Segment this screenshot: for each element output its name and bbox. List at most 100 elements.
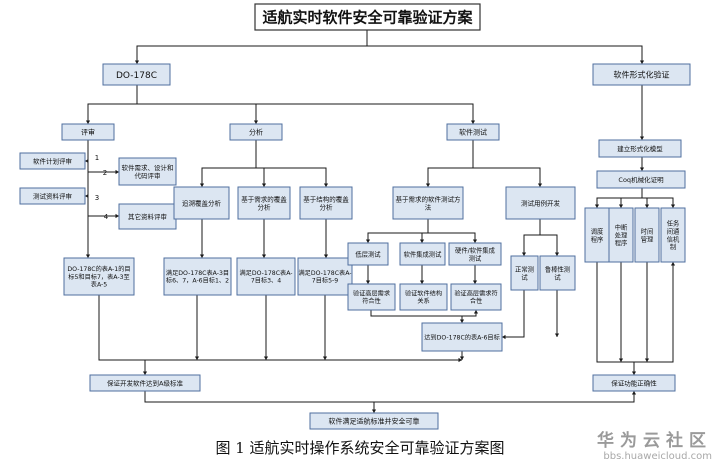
arrowhead bbox=[85, 193, 89, 199]
node-req-test-label: 法 bbox=[425, 203, 432, 212]
node-timer-label: 时间 bbox=[641, 226, 654, 235]
node-robust-label: 鲁棒性测 bbox=[545, 264, 570, 273]
node-a6-label: 达到DO-178C的表A-6目标 bbox=[424, 333, 500, 341]
node-analysis bbox=[229, 123, 283, 141]
flow-edge-0 bbox=[136, 30, 368, 64]
flow-edge-38 bbox=[596, 188, 643, 208]
node-hl-verify-label: 合性 bbox=[470, 297, 482, 305]
flow-edge-19 bbox=[428, 232, 476, 243]
arrowhead bbox=[473, 310, 479, 314]
node-sw-level bbox=[89, 374, 201, 392]
arrowhead bbox=[644, 358, 650, 362]
node-sw-level-label: 保证开发软件达到A级标准 bbox=[107, 378, 183, 387]
node-intr-label: 处理 bbox=[615, 230, 628, 239]
node-integ-test-label: 软件集成测试 bbox=[404, 249, 442, 258]
node-normal-label: 试 bbox=[521, 272, 528, 281]
node-do178c-label: DO-178C bbox=[116, 71, 157, 81]
arrowhead bbox=[199, 183, 205, 187]
node-timer-label: 管理 bbox=[641, 234, 654, 243]
arrowhead bbox=[618, 358, 624, 362]
arrowhead bbox=[323, 183, 329, 187]
arrowhead bbox=[472, 239, 478, 243]
node-other-review-label: 其它资料评审 bbox=[128, 212, 167, 221]
flow-edge-21 bbox=[523, 219, 541, 256]
flow-edge-10 bbox=[201, 140, 257, 187]
arrowhead bbox=[253, 120, 259, 124]
node-struct-cov-std-label: 7目标5-9 bbox=[312, 277, 338, 285]
arrowhead bbox=[323, 254, 329, 258]
node-req-cov bbox=[237, 186, 291, 220]
node-review-std-label: 表A-5 bbox=[91, 281, 108, 289]
flow-edge-11 bbox=[256, 167, 327, 187]
arrowhead bbox=[142, 371, 148, 375]
node-low-verify-label: 验证高层需求 bbox=[353, 289, 390, 297]
arrowhead bbox=[639, 60, 645, 64]
node-trace-std-label: 满足DO-178C表A-3目 bbox=[166, 269, 229, 277]
arrowhead bbox=[322, 356, 328, 360]
node-intr-label: 中断 bbox=[615, 222, 628, 231]
edge-label-3: 3 bbox=[95, 194, 99, 202]
arrowhead bbox=[639, 136, 645, 140]
node-trace-std-label: 标6、7，A-6目标1、2 bbox=[166, 277, 229, 285]
flow-edge-18 bbox=[367, 219, 429, 243]
node-comm-label: 制 bbox=[670, 242, 676, 251]
arrowhead bbox=[631, 391, 637, 395]
figure-caption: 图 1 适航实时操作系统安全可靠验证方案图 bbox=[215, 439, 505, 457]
flow-edge-3 bbox=[137, 103, 474, 124]
node-req-cov-std-label: 满足DO-178C表A- bbox=[239, 269, 292, 277]
edge-label-1: 1 bbox=[95, 154, 99, 162]
node-review-label: 评审 bbox=[81, 128, 95, 137]
node-normal-label: 正常测 bbox=[515, 264, 534, 273]
node-analysis-label: 分析 bbox=[249, 128, 263, 137]
arrowhead bbox=[134, 60, 140, 64]
node-struct-cov-std-label: 满足DO-178C表A- bbox=[298, 269, 351, 277]
node-req-cov-std-label: 7目标3、4 bbox=[251, 277, 281, 285]
arrowhead bbox=[554, 333, 560, 337]
node-trace-std bbox=[163, 257, 232, 296]
arrowhead bbox=[470, 120, 476, 124]
arrowhead bbox=[194, 356, 200, 360]
flow-edge-16 bbox=[427, 140, 474, 187]
node-sched-label: 调度 bbox=[591, 226, 604, 235]
arrowhead bbox=[261, 183, 267, 187]
flow-edge-17 bbox=[473, 167, 541, 187]
node-test-dev-label: 测试用例开发 bbox=[521, 198, 561, 207]
flow-edge-28 bbox=[502, 290, 525, 338]
node-req-review-label: 软件需求、设计和 bbox=[122, 163, 174, 172]
node-req-cov-label: 基于需求的覆盖 bbox=[241, 194, 287, 203]
node-normal bbox=[510, 255, 539, 291]
node-review-std-label: DO-178C的表A-1的目 bbox=[67, 265, 130, 273]
node-low-test bbox=[347, 242, 389, 266]
node-req-test-label: 基于需求的软件测试方 bbox=[396, 194, 462, 203]
node-sw-arch bbox=[399, 283, 448, 311]
arrowhead bbox=[419, 280, 425, 284]
watermark-name: 华为云社区 bbox=[597, 431, 712, 451]
node-struct-cov-label: 分析 bbox=[320, 203, 334, 212]
edge-label-4: 4 bbox=[104, 213, 109, 221]
node-plan-review-label: 软件计划评审 bbox=[33, 156, 72, 165]
node-req-review bbox=[118, 157, 177, 186]
arrowhead bbox=[263, 356, 269, 360]
flow-edge-46 bbox=[144, 391, 635, 403]
node-coq-label: Coq机械化证明 bbox=[618, 175, 664, 184]
flow-edge-2 bbox=[87, 85, 138, 124]
flow-edge-42 bbox=[596, 262, 674, 363]
node-a6 bbox=[421, 322, 503, 352]
node-hw-sw-test-label: 硬件/软件集成 bbox=[455, 245, 496, 254]
node-sw-arch-label: 验证软件结构 bbox=[405, 289, 442, 297]
node-struct-cov bbox=[299, 186, 353, 220]
flow-edge-30 bbox=[98, 295, 146, 375]
watermark: 华为云社区 bbs.huaweicloud.com bbox=[597, 426, 712, 462]
node-robust bbox=[539, 255, 576, 291]
arrowhead bbox=[459, 356, 465, 360]
node-formal bbox=[592, 63, 691, 86]
node-req-review-label: 代码评审 bbox=[135, 171, 161, 180]
node-other-review bbox=[118, 203, 177, 230]
node-test-label: 软件测试 bbox=[459, 128, 487, 137]
edge-label-2: 2 bbox=[103, 169, 107, 177]
node-test-dev bbox=[505, 186, 576, 220]
node-comm-label: 间通 bbox=[667, 226, 680, 235]
node-low-test-label: 低层测试 bbox=[355, 249, 381, 258]
node-review bbox=[61, 123, 115, 141]
